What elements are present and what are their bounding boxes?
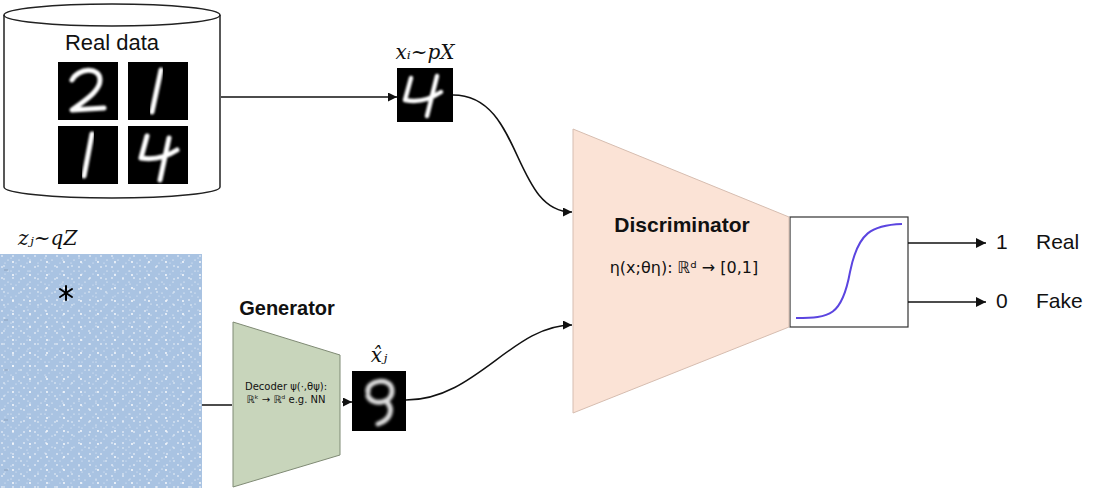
- output-arrow: [908, 301, 986, 303]
- connector-arrow: [202, 404, 232, 406]
- latent-label: zⱼ~qZ: [18, 226, 77, 250]
- connector-arrow: [221, 96, 397, 98]
- sample-label: x̂ⱼ: [371, 343, 388, 367]
- latent-space: zⱼ~qZ: [0, 226, 202, 488]
- text-slot: Generator: [232, 296, 342, 320]
- fake-sample-image: [352, 371, 406, 431]
- discriminator-trapezoid: Discriminator η(x;θη): ℝᵈ → [0,1]: [572, 128, 790, 414]
- mnist-digit: [58, 126, 118, 184]
- fake-sample: x̂ⱼ: [352, 343, 406, 431]
- latent-samples: [0, 254, 202, 488]
- text-slot: Real data: [12, 30, 212, 56]
- asterisk-marker: [60, 286, 72, 300]
- text-slot: Decoder ψ(·,θψ): ℝᵏ → ℝᵈ e.g. NN: [239, 380, 333, 407]
- text-slot: xᵢ~pX: [380, 40, 470, 64]
- mnist-digit: [128, 126, 188, 184]
- output-arrow: [908, 242, 986, 244]
- text-slot: η(x;θη): ℝᵈ → [0,1]: [586, 258, 782, 277]
- output-value: 1: [996, 229, 1008, 254]
- mnist-digit: [58, 62, 118, 120]
- decoder-text: Decoder ψ(·,θψ): ℝᵏ → ℝᵈ e.g. NN: [239, 380, 333, 406]
- discriminator-function: η(x;θη): ℝᵈ → [0,1]: [610, 258, 759, 277]
- output-class: Fake: [1036, 288, 1083, 313]
- text-slot: Discriminator: [582, 212, 782, 237]
- store-title: Real data: [65, 30, 159, 56]
- sample-label: xᵢ~pX: [395, 40, 454, 64]
- text-slot: x̂ⱼ: [349, 343, 409, 367]
- output-value: 0: [996, 288, 1008, 313]
- real-sample: xᵢ~pX: [397, 40, 453, 122]
- real-sample-image: [397, 68, 453, 122]
- generator-title: Generator: [239, 296, 335, 320]
- connector-arrow: [406, 325, 572, 400]
- connector-arrow: [342, 401, 352, 403]
- data-store-cylinder: Real data: [3, 2, 221, 200]
- generator-trapezoid: GeneratorDecoder ψ(·,θψ): ℝᵏ → ℝᵈ e.g. N…: [232, 296, 342, 488]
- connector-arrow: [453, 95, 572, 212]
- sigmoid-box: [790, 217, 908, 327]
- discriminator-title: Discriminator: [614, 212, 749, 237]
- text-slot: zⱼ~qZ: [18, 226, 188, 250]
- mnist-digit: [128, 62, 188, 120]
- output-class: Real: [1036, 229, 1079, 254]
